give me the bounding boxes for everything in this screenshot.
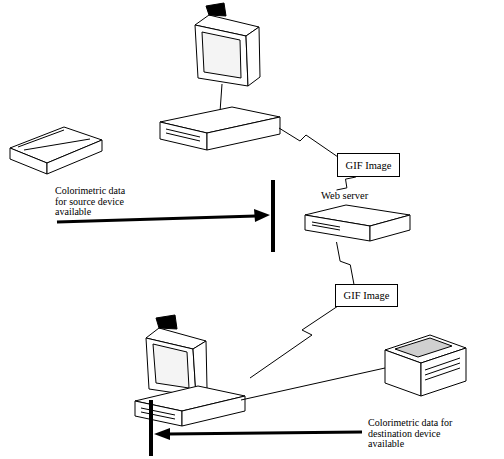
- message-tag: GIF Image: [335, 284, 398, 307]
- server-box: [305, 205, 410, 241]
- printer-cable: [241, 368, 385, 400]
- message-tag: GIF Image: [337, 153, 400, 177]
- note-label: Colorimetric data for destination device…: [368, 418, 460, 450]
- computer-box: [160, 107, 280, 150]
- network-link: [337, 177, 356, 190]
- node-text: GIF Image: [346, 160, 392, 171]
- network-link: [337, 242, 354, 284]
- scanner-icon: [10, 127, 102, 174]
- printer-icon: [385, 335, 466, 396]
- network-link: [279, 128, 338, 157]
- monitor-icon: [146, 315, 207, 396]
- network-link: [250, 306, 338, 378]
- node-text: Web server: [305, 190, 410, 201]
- server-node: Web server: [305, 190, 410, 242]
- note-label: Colorimetric data for source device avai…: [55, 186, 137, 218]
- monitor-icon: [195, 3, 260, 112]
- destination-arrow: [149, 400, 362, 456]
- node-text: GIF Image: [344, 290, 390, 301]
